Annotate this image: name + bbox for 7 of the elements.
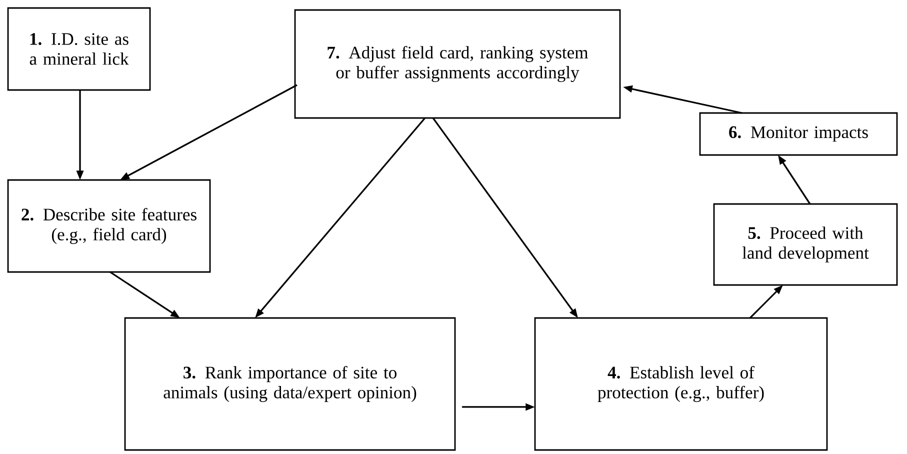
process-box: 4. Establish level of protection (e.g., buffer) xyxy=(534,317,828,451)
process-box: 6. Monitor impacts xyxy=(699,112,898,156)
process-box: 3. Rank importance of site to animals (using data/expert opinion) xyxy=(124,317,456,451)
process-box: 1. I.D. site as a mineral lick xyxy=(7,7,151,91)
process-box: 2. Describe site features (e.g., field card) xyxy=(7,179,211,273)
process-box: 7. Adjust field card, ranking system or buffer assignments accordingly xyxy=(294,9,621,119)
process-box: 5. Proceed with land development xyxy=(713,203,898,286)
